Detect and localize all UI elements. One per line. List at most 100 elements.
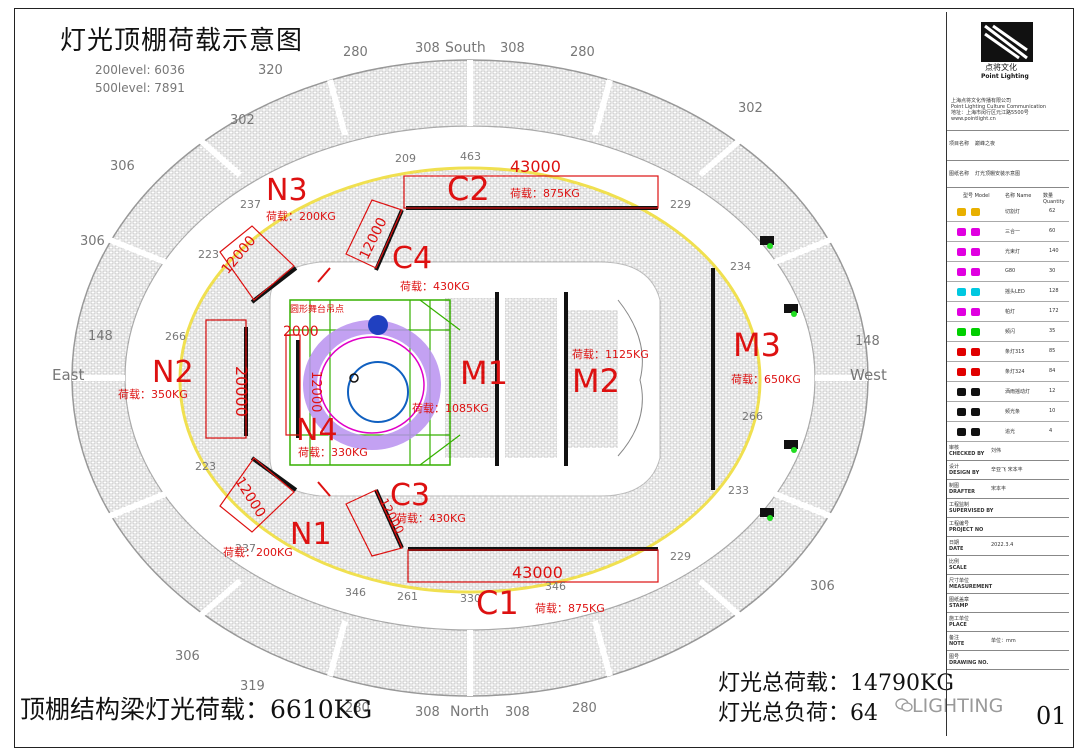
stage-truss-grid [289,299,451,466]
label-m3: M3 [733,326,781,364]
company-line-2: 地址：上海市闵行区元江路5500号 [951,110,1029,116]
sec-misc-25: 237 [235,542,256,555]
field-value: 单位：mm [991,638,1016,644]
drawing-frame [14,8,1074,748]
brand-name: Point Lighting [981,73,1029,80]
fixture-symbol-icon [955,246,987,258]
label-c4: C4 [392,241,432,276]
field-label-en: DRAFTER [949,489,975,495]
field-label: 审核 [949,445,960,451]
sec-misc-21: 346 [545,580,566,593]
legend-qty: 60 [1049,228,1056,234]
legend-header-name: 名称 Name [1005,193,1032,199]
sec-misc-19: 233 [728,484,749,497]
legend-header-model: 型号 Model [963,193,990,199]
dim-n4 [285,334,301,436]
field-label: 图号 [949,654,960,660]
field-label-en: MEASUREMENT [949,584,993,590]
legend-name: 频光条 [1005,409,1021,415]
sec-bottom-0: 280 [345,701,370,716]
len-c2: 43000 [510,157,561,176]
sec-misc-2: 209 [395,152,416,165]
load-m1: 荷载：1085KG [412,402,489,415]
sec-top-3: 308 [500,41,525,56]
field-label-en: DATE [949,546,964,552]
field-value: 2022.3.4 [991,542,1014,548]
field-label: 尺寸单位 [949,578,970,584]
project-label: 项目名称 [949,141,970,147]
dim-n1 [219,457,295,533]
field-label: 日期 [949,540,960,546]
followspot-icon-3 [784,440,798,453]
stage-ring-magenta [319,336,425,434]
field-label: 比例 [949,559,960,565]
company-info: 上海点将文化传播有限公司 Point Lighting Culture Comm… [951,98,1046,122]
level-200: 200level: 6036 [95,63,185,77]
project-name: 巅峰之夜 [975,141,996,147]
title-block: 点将文化 Point Lighting 上海点将文化传播有限公司 Point L… [946,12,1069,736]
total-negative-load: 灯光总负荷：64 [718,701,878,726]
legend-qty: 12 [1049,388,1056,394]
drawing-name: 灯光顶棚安装示意图 [975,171,1021,177]
fixture-symbol-icon [955,346,987,358]
sec-misc-11: 346 [345,586,366,599]
label-n2: N2 [152,355,194,390]
legend-qty: 62 [1049,208,1056,214]
fixture-symbol-icon [955,426,987,438]
sec-misc-12: 261 [397,590,418,603]
label-m1: M1 [460,354,508,392]
legend-row: 光束灯 140 [947,242,1069,262]
len-c1: 43000 [512,563,563,582]
field-value: 宋本丰 [991,486,1007,492]
legend-name: 光束灯 [1005,249,1021,255]
legend-qty: 4 [1049,428,1053,434]
fixture-symbol-icon [955,206,987,218]
len-n4-a: 2000 [283,324,319,340]
field-label-en: PROJECT NO [949,527,984,533]
load-c4: 荷载：430KG [400,280,470,293]
sec-misc-17: 148 [855,334,880,349]
legend-qty: 140 [1049,248,1059,254]
load-m3: 荷载：650KG [731,373,801,386]
len-n4-b: 12000 [308,371,323,412]
dim-n3 [219,225,295,301]
load-n1: 荷载：200KG [223,546,293,559]
sec-bottom-1: 308 [415,705,440,720]
sec-misc-20: 229 [670,550,691,563]
legend-qty: 35 [1049,328,1056,334]
sec-west: West [850,366,887,384]
fixture-symbol-icon [955,226,987,238]
field-label-en: SCALE [949,565,967,571]
field-label-en: CHECKED BY [949,451,985,457]
section-labels: 280 308 South 308 280 280 308 North 308 … [52,40,887,720]
len-n2: 20000 [232,366,251,417]
legend-qty: 128 [1049,288,1059,294]
fixture-symbol-icon [955,406,987,418]
load-m2: 荷载：1125KG [572,348,649,361]
stage-ring-blue [347,361,409,423]
label-m2: M2 [572,362,620,400]
legend-name: 条灯315 [1005,349,1025,355]
dim-c2 [403,175,659,209]
floor-seats-a [505,298,557,458]
followspot-icon-4 [760,508,774,521]
dim-n2 [205,319,247,439]
legend-qty: 172 [1049,308,1059,314]
sec-misc-5: 302 [230,113,255,128]
truss-n3 [250,266,298,304]
dim-c4 [345,199,403,269]
fixture-symbol-icon [955,326,987,338]
legend-qty: 10 [1049,408,1056,414]
legend-name: 频闪 [1005,329,1016,335]
sec-misc-15: 306 [175,649,200,664]
